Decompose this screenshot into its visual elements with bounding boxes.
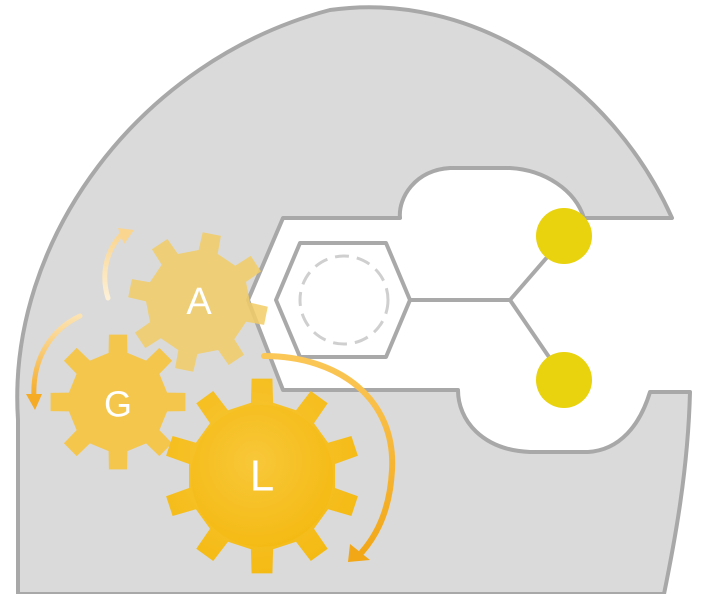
gear-letter-l: L — [250, 452, 274, 501]
rotation-arrow-a — [102, 228, 134, 301]
rotation-arrow-l — [261, 353, 396, 562]
benzene-ring — [274, 241, 412, 359]
gear-l-shape-hub — [190, 404, 334, 548]
gear-g — [50, 334, 186, 470]
ligand-atom-lower — [536, 352, 592, 408]
ligand-atom-upper — [536, 208, 592, 264]
gear-l — [166, 378, 358, 574]
gear-g-shape-hub — [70, 354, 166, 450]
gear-a — [128, 232, 268, 372]
benzene-ring-dashed-circle — [298, 254, 390, 346]
rotation-arrow-g — [26, 313, 83, 410]
gear-letter-g: G — [104, 384, 132, 425]
gear-letter-a: A — [186, 281, 212, 323]
gear-a-shape-hub — [148, 252, 248, 352]
